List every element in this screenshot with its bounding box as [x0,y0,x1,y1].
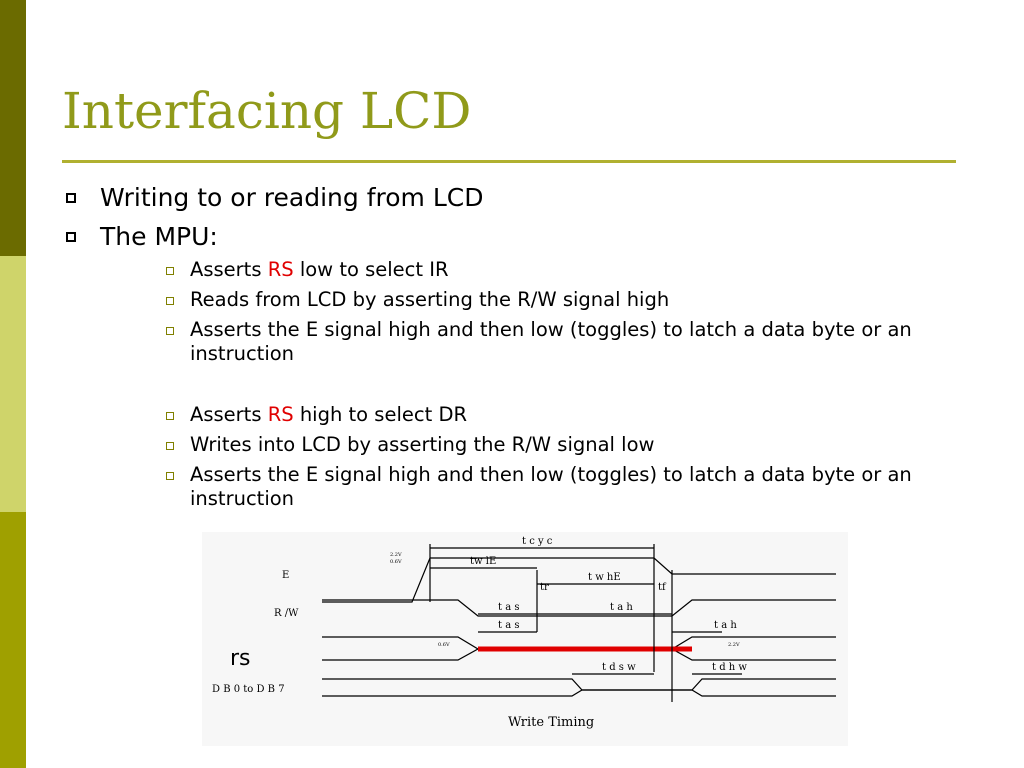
sub-bullet-text: Asserts [190,258,268,281]
bullet-writing-reading: Writing to or reading from LCD [100,183,484,212]
sub-bullet-text: Asserts [190,403,268,426]
label-e: E [282,570,289,581]
label-db: D B 0 to D B 7 [212,684,285,695]
title-underline [62,160,956,163]
rs-overlay-label: rs [230,646,251,671]
bullet-the-mpu: The MPU: [100,222,218,251]
label-tah-2: t a h [714,620,737,631]
label-tdsw: t d s w [602,662,636,673]
sub-bullet-toggle-e-1: Asserts the E signal high and then low (… [190,318,912,365]
label-tcyc: t c y c [522,536,553,547]
sub-bullet-write-lcd: Writes into LCD by asserting the R/W sig… [190,433,655,456]
timing-diagram-svg: E R /W D B 0 to D B 7 t c y c tw lE t w … [212,536,836,730]
bullet-marker-icon [66,232,76,242]
label-tas: t a s [498,602,519,613]
sub-bullet-marker-icon [166,267,174,275]
label-rw: R /W [274,608,299,619]
sub-bullet-toggle-e-2: Asserts the E signal high and then low (… [190,463,912,510]
sub-bullet-marker-icon [166,472,174,480]
label-tdhw: t d h w [712,662,747,673]
sub-bullet-marker-icon [166,442,174,450]
label-tr: tr [540,582,549,593]
label-twle: tw lE [470,556,496,567]
sub-bullet-marker-icon [166,412,174,420]
sub-bullet-read-lcd: Reads from LCD by asserting the R/W sign… [190,288,670,311]
sub-bullet-rs-high: Asserts RS high to select DR [190,403,930,427]
sub-bullet-marker-icon [166,327,174,335]
sidebar-band-bottom [0,512,26,768]
label-tf: tf [658,582,667,593]
voltage-lo-label-2: 0.6V [438,642,450,648]
rs-highlight: RS [267,403,294,426]
db-bus-bottom [322,689,836,697]
sub-bullet-text: low to select IR [293,258,449,281]
sub-bullet-text: high to select DR [293,403,468,426]
label-twhe: t w hE [588,572,621,583]
voltage-lo-label: 0.6V [390,559,402,565]
voltage-hi-label: 2.2V [390,552,402,558]
bullet-marker-icon [66,193,76,203]
caption-write-timing: Write Timing [508,715,594,730]
sidebar-band-top [0,0,26,256]
sidebar-band-middle [0,256,26,512]
label-tah: t a h [610,602,633,613]
sub-bullet-rs-low: Asserts RS low to select IR [190,258,930,282]
voltage-hi-label-2: 2.2V [728,642,740,648]
e-signal-waveform [322,557,836,603]
rw-signal-waveform [322,599,836,617]
db-bus-top [322,678,836,691]
label-tas-2: t a s [498,620,519,631]
rs-highlight: RS [267,258,294,281]
sub-bullet-marker-icon [166,297,174,305]
write-timing-diagram: E R /W D B 0 to D B 7 t c y c tw lE t w … [202,532,848,746]
slide-title: Interfacing LCD [62,82,472,140]
